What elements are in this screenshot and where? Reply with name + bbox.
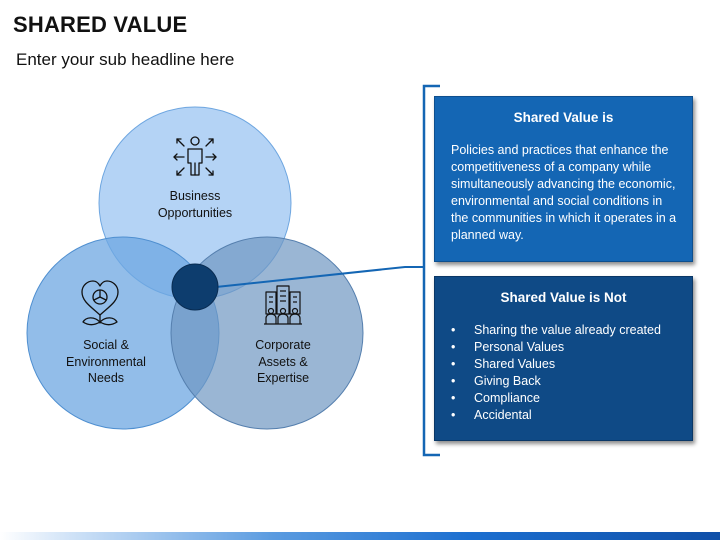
venn-center-dot: [171, 263, 219, 311]
box-is-text: Policies and practices that enhance the …: [451, 143, 677, 242]
venn-label-social: Social & Environmental Needs: [66, 338, 146, 385]
venn-label-corporate: Corporate Assets & Expertise: [255, 338, 311, 385]
list-item: •Accidental: [451, 408, 532, 422]
venn-circle-corporate: [170, 236, 364, 430]
shared-value-is-box: Shared Value is Policies and practices t…: [434, 96, 693, 262]
list-item: •Sharing the value already created: [451, 323, 661, 337]
list-item: •Giving Back: [451, 374, 541, 388]
slide-subtitle: Enter your sub headline here: [16, 50, 235, 69]
list-item: •Shared Values: [451, 357, 556, 371]
bullet-icon: •: [451, 374, 456, 388]
bullet-icon: •: [451, 391, 456, 405]
list-item: •Personal Values: [451, 340, 565, 354]
bullet-icon: •: [451, 323, 456, 337]
box-is-title: Shared Value is: [513, 110, 614, 125]
box-not-list: •Sharing the value already created •Pers…: [435, 305, 692, 424]
connector-line: [215, 266, 424, 288]
bracket: [422, 84, 440, 457]
heart-sprout-icon: [81, 280, 119, 326]
box-not-title: Shared Value is Not: [500, 290, 627, 305]
bullet-icon: •: [451, 408, 456, 422]
bullet-icon: •: [451, 340, 456, 354]
shared-value-is-not-box: Shared Value is Not •Sharing the value a…: [434, 276, 693, 441]
buildings-people-icon: [264, 285, 302, 325]
bottom-accent-bar: [0, 532, 720, 540]
slide-title: SHARED VALUE: [13, 12, 188, 37]
bullet-icon: •: [451, 357, 456, 371]
person-arrows-icon: [173, 136, 217, 176]
list-item: •Compliance: [451, 391, 541, 405]
venn-label-business: Business Opportunities: [157, 189, 233, 220]
